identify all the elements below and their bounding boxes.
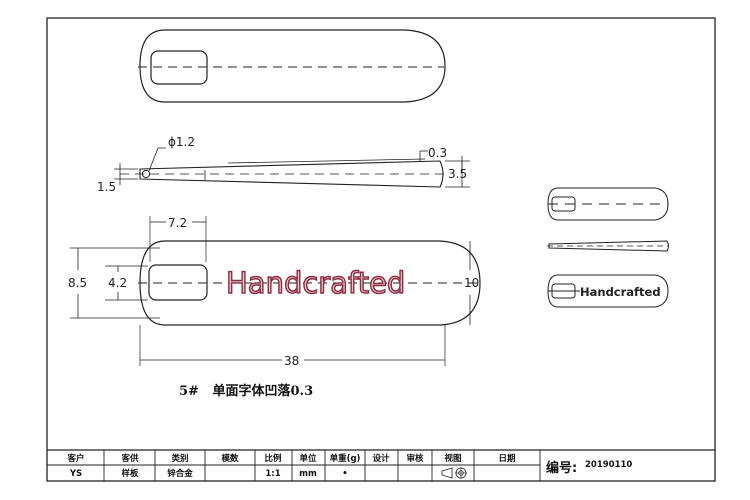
title-block-values: YS 样板 锌合金 1:1 mm •: [69, 468, 348, 479]
side-view: [114, 147, 470, 188]
top-view: [138, 29, 446, 103]
value-scale: 1:1: [265, 469, 280, 479]
value-unit-weight: •: [342, 469, 347, 479]
slope-thickness-dimension: 0.3: [428, 146, 447, 160]
header-mold-count: 模数: [221, 453, 239, 464]
title-block: [47, 449, 715, 481]
value-unit: mm: [299, 469, 317, 479]
total-length-dimension: 38: [284, 354, 299, 368]
total-width-dimension: 8.5: [68, 276, 87, 290]
engraving-text: Handcrafted: [226, 266, 405, 300]
preview-views: [547, 187, 669, 308]
header-view: 视图: [444, 453, 461, 464]
slot-width-dimension: 4.2: [108, 276, 127, 290]
header-design: 设计: [372, 453, 390, 464]
preview-engraving-text: Handcrafted: [580, 285, 661, 299]
engraving-note: 5# 单面字体凹落0.3: [179, 383, 313, 399]
sheet-border: [46, 17, 716, 482]
end-width-dimension: 10: [464, 276, 479, 290]
header-unit: 单位: [299, 453, 317, 464]
header-customer-supplied: 客供: [120, 453, 139, 464]
title-block-headers: 客户 客供 类别 模数 比例 单位 单重(g) 设计 审核 视图 日期: [66, 453, 516, 464]
value-customer-supplied: 样板: [121, 468, 139, 479]
value-customer: YS: [69, 469, 82, 479]
slot-length-dimension: 7.2: [168, 216, 187, 230]
end-thickness-dimension: 3.5: [448, 167, 467, 181]
hole-diameter-dimension: ϕ1.2: [168, 135, 195, 149]
header-unit-weight: 单重(g): [330, 453, 361, 464]
header-review: 审核: [406, 453, 424, 464]
front-view: [70, 216, 481, 366]
header-category: 类别: [171, 453, 188, 464]
header-customer: 客户: [66, 453, 84, 464]
value-category: 锌合金: [167, 468, 193, 479]
tip-thickness-dimension: 1.5: [97, 180, 116, 194]
projection-symbol: [441, 467, 467, 479]
header-date: 日期: [498, 453, 516, 464]
header-scale: 比例: [264, 453, 282, 464]
drawing-number-label: 编号:: [546, 460, 577, 476]
drawing-number-value: 20190110: [585, 460, 632, 470]
